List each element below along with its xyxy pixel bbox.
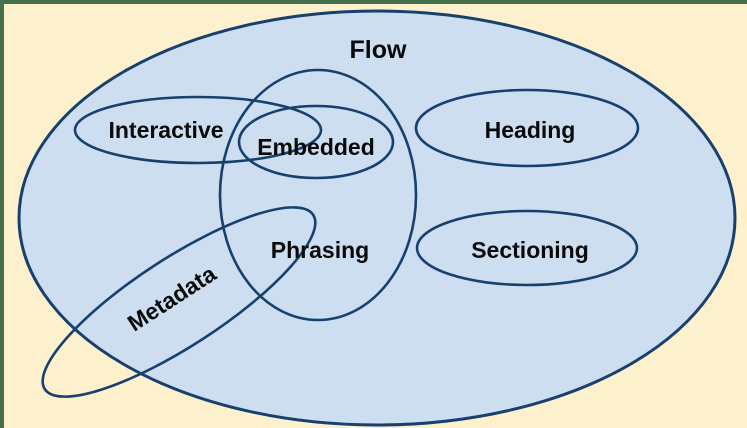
set-ellipse-interactive[interactable] — [73, 95, 323, 165]
set-label-interactive: Interactive — [108, 117, 223, 143]
set-label-sectioning: Sectioning — [471, 237, 589, 263]
set-ellipse-metadata[interactable] — [21, 178, 337, 426]
canvas-top-edge — [0, 0, 747, 4]
set-label-flow: Flow — [350, 36, 407, 64]
set-ellipse-sectioning[interactable] — [415, 209, 639, 287]
canvas-left-edge — [0, 0, 4, 428]
set-ellipse-embedded[interactable] — [237, 104, 395, 180]
set-ellipse-flow[interactable] — [17, 9, 737, 427]
set-label-phrasing: Phrasing — [271, 237, 369, 263]
set-label-heading: Heading — [485, 117, 576, 143]
set-ellipse-phrasing[interactable] — [218, 68, 418, 322]
set-label-embedded: Embedded — [257, 134, 375, 160]
set-ellipse-heading[interactable] — [414, 88, 640, 168]
